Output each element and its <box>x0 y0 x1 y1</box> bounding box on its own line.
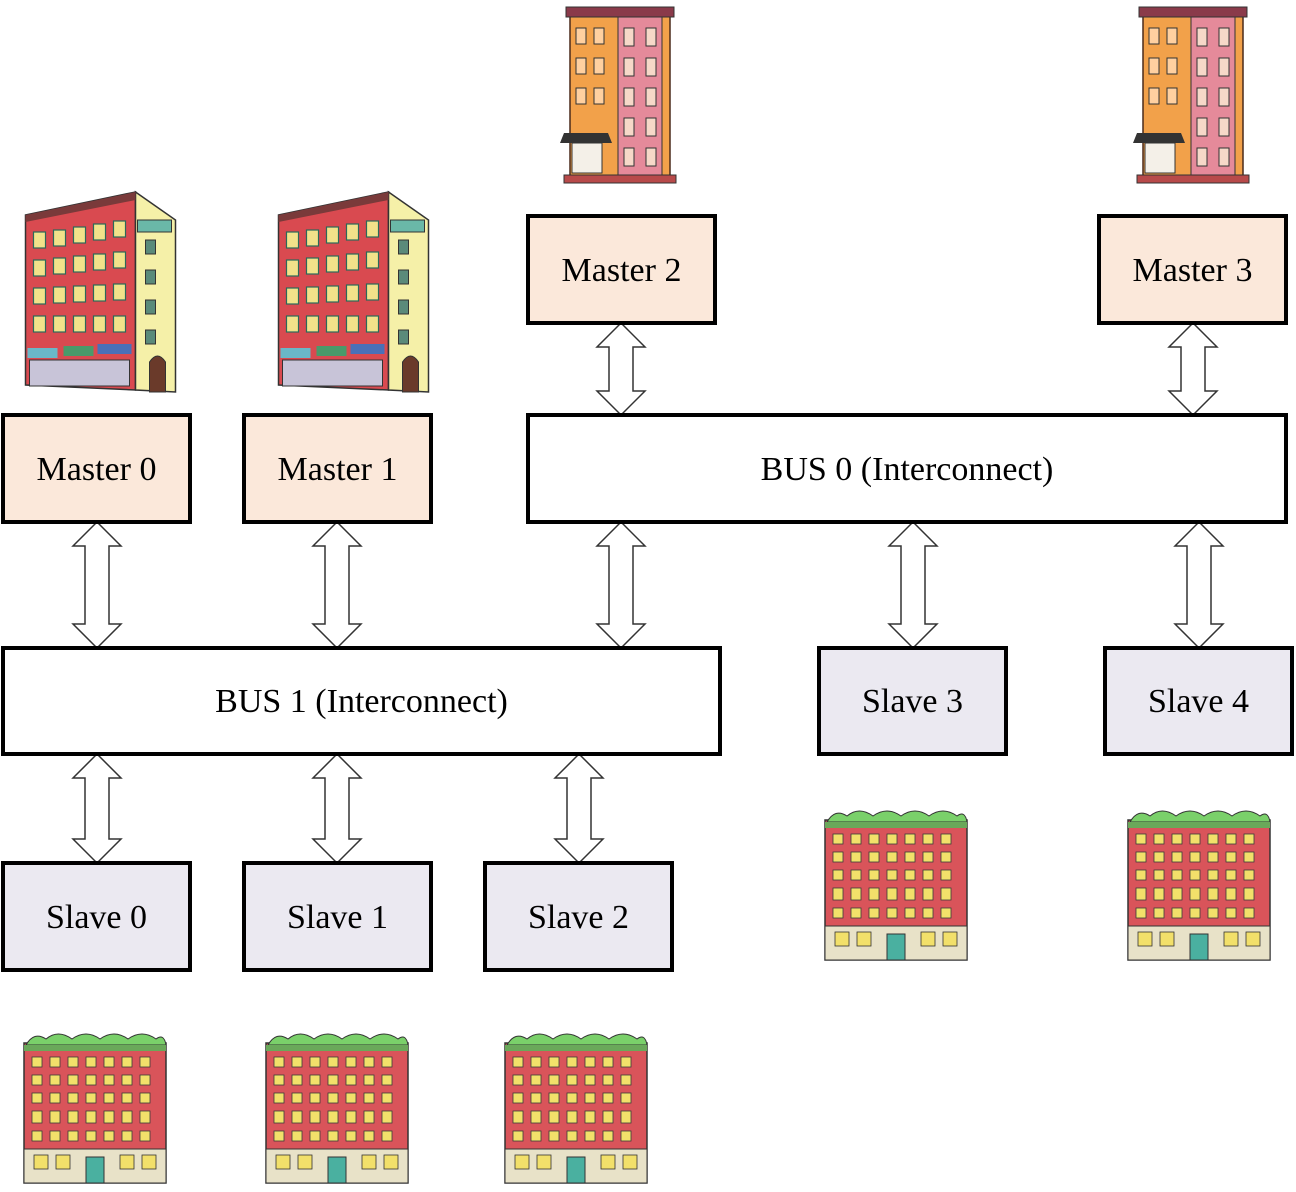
double-arrow <box>887 520 939 650</box>
townhouse-icon <box>560 6 677 184</box>
hotel-building-icon <box>23 1033 167 1184</box>
master-label: Master 3 <box>1133 252 1253 289</box>
bus-box <box>526 413 1288 524</box>
bus-1-node: BUS 1 (Interconnect) <box>1 646 722 756</box>
master-label: Master 1 <box>278 451 398 488</box>
bus-0-node: BUS 0 (Interconnect) <box>526 413 1288 524</box>
bus-box <box>1 646 722 756</box>
townhouse-icon <box>1133 6 1250 184</box>
hotel-building-icon <box>1127 810 1271 961</box>
master-label: Master 2 <box>562 252 682 289</box>
slave-4-node: Slave 4 <box>1103 646 1294 756</box>
double-arrow <box>595 321 647 417</box>
apartment-building-icon <box>24 191 177 393</box>
master-1-node: Master 1 <box>242 413 433 524</box>
bus-label: BUS 1 (Interconnect) <box>215 683 508 720</box>
apartment-building-icon <box>277 191 430 393</box>
master-3-node: Master 3 <box>1097 214 1288 325</box>
double-arrow <box>311 752 363 865</box>
slave-box <box>1103 646 1294 756</box>
master-box <box>1097 214 1288 325</box>
double-arrow <box>71 752 123 865</box>
master-box <box>1 413 192 524</box>
slave-1-node: Slave 1 <box>242 861 433 972</box>
master-label: Master 0 <box>37 451 157 488</box>
slave-box <box>483 861 674 972</box>
master-0-node: Master 0 <box>1 413 192 524</box>
double-arrow <box>1173 520 1225 650</box>
slave-box <box>242 861 433 972</box>
hotel-building-icon <box>265 1033 409 1184</box>
slave-box <box>1 861 192 972</box>
slave-label: Slave 1 <box>287 899 388 936</box>
master-box <box>242 413 433 524</box>
master-2-node: Master 2 <box>526 214 717 325</box>
slave-label: Slave 0 <box>46 899 147 936</box>
double-arrow <box>71 520 123 650</box>
master-box <box>526 214 717 325</box>
double-arrow <box>553 752 605 865</box>
hotel-building-icon <box>504 1033 648 1184</box>
connection-arrows <box>71 321 1225 865</box>
slave-label: Slave 3 <box>862 683 963 720</box>
slave-label: Slave 2 <box>528 899 629 936</box>
bus-label: BUS 0 (Interconnect) <box>761 451 1054 488</box>
slave-label: Slave 4 <box>1148 683 1249 720</box>
double-arrow <box>595 520 647 650</box>
double-arrow <box>1167 321 1219 417</box>
hotel-building-icon <box>824 810 968 961</box>
double-arrow <box>311 520 363 650</box>
slave-3-node: Slave 3 <box>817 646 1008 756</box>
slave-box <box>817 646 1008 756</box>
slave-0-node: Slave 0 <box>1 861 192 972</box>
slave-2-node: Slave 2 <box>483 861 674 972</box>
